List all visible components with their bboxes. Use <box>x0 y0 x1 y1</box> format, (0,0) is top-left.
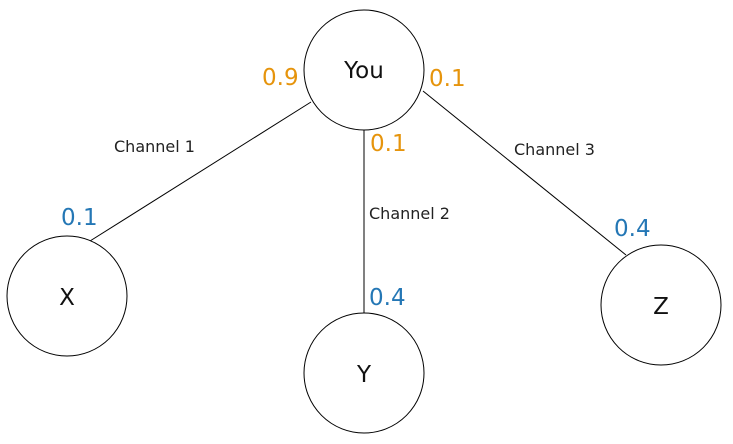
channel-2-label: Channel 2 <box>369 204 450 223</box>
node-z: Z <box>600 244 722 366</box>
node-you-circle <box>303 9 425 131</box>
channel-1-label: Channel 1 <box>114 137 195 156</box>
edge-channel-3 <box>422 90 627 256</box>
channel-3-z-weight: 0.4 <box>614 216 651 242</box>
node-y-label: Y <box>356 362 372 388</box>
node-you: You <box>303 9 425 131</box>
channel-1-you-weight: 0.9 <box>262 65 299 91</box>
node-y-circle <box>303 312 425 434</box>
node-y: Y <box>303 312 425 434</box>
node-z-label: Z <box>653 294 669 320</box>
node-x: X <box>6 235 128 357</box>
edge-channel-1 <box>89 101 312 242</box>
channel-3-label: Channel 3 <box>514 140 595 159</box>
channel-1-x-weight: 0.1 <box>61 205 98 231</box>
node-you-label: You <box>343 58 384 84</box>
node-z-circle <box>600 244 722 366</box>
channel-2-y-weight: 0.4 <box>369 285 406 311</box>
node-x-label: X <box>59 285 75 311</box>
channel-2-you-weight: 0.1 <box>370 131 407 157</box>
node-x-circle <box>6 235 128 357</box>
channel-3-you-weight: 0.1 <box>429 66 466 92</box>
